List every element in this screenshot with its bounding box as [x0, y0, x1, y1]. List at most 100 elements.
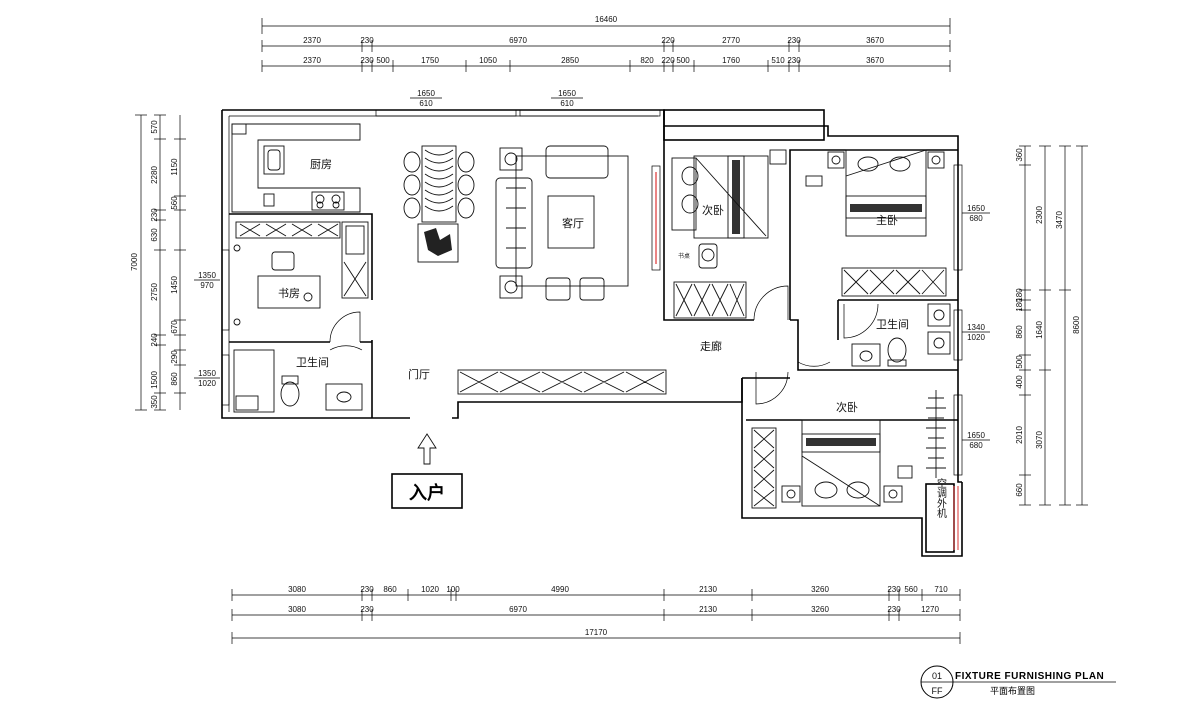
ac-label: 空调外机: [935, 477, 947, 519]
dim-right-inner-0: 360: [1015, 148, 1024, 162]
window-w2-top: 1650: [558, 89, 576, 98]
right-dimensions: 360 180 180 860 500 400 2010 660 2300 16…: [1015, 145, 1088, 506]
dim-top-3-2: 500: [376, 56, 390, 65]
room-label-living: 客厅: [562, 216, 584, 230]
dim-right-inner-3: 860: [1015, 325, 1024, 339]
room-label-study: 书房: [278, 287, 300, 300]
window-w6-bottom: 970: [200, 281, 214, 290]
dim-right-inner-4: 500: [1015, 355, 1024, 369]
dim-top-2-0: 2370: [303, 36, 321, 45]
entry-arrow-icon: [417, 433, 437, 465]
dim-right-mid-2: 1640: [1035, 321, 1044, 339]
study-wardrobe-x: [239, 223, 339, 237]
dim-top-3-4: 1050: [479, 56, 497, 65]
kitchen: 厨房: [231, 123, 361, 213]
dim-bottom-1-6: 2130: [699, 585, 717, 594]
dim-left-inner-5: 860: [170, 372, 179, 386]
window-w4-bottom: 1020: [967, 333, 985, 342]
dim-top-3-5: 2850: [561, 56, 579, 65]
room-label-bedroom2: 次卧: [702, 203, 724, 217]
dim-right-mid-3: 3070: [1035, 431, 1044, 449]
dim-left-inner-3: 670: [170, 320, 179, 334]
dim-bottom-1-2: 860: [383, 585, 397, 594]
window-w5-bottom: 680: [969, 441, 983, 450]
dim-bottom-1-4: 100: [446, 585, 460, 594]
dim-left-mid-3: 630: [150, 228, 159, 242]
title-cn: 平面布置图: [990, 685, 1035, 697]
title-en: FIXTURE FURNISHING PLAN: [955, 671, 1104, 682]
dim-left-mid-5: 240: [150, 333, 159, 347]
dim-bottom-1-3: 1020: [421, 585, 439, 594]
window-w2-bottom: 610: [560, 99, 574, 108]
dim-left-inner-0: 1150: [170, 158, 179, 176]
dim-right-inner-2: 180: [1015, 298, 1024, 312]
window-w4-top: 1340: [967, 323, 985, 332]
entrance-label: 入户: [409, 482, 445, 504]
top-dimensions: 16460 2370 230 6970 220 2770 230 3670 23…: [261, 15, 951, 72]
dim-bottom-2-6: 1270: [921, 605, 939, 614]
room-label-bath-left: 卫生间: [296, 355, 329, 369]
room-label-kitchen: 厨房: [310, 158, 332, 171]
dim-top-3-11: 230: [787, 56, 801, 65]
room-label-master: 主卧: [876, 214, 898, 227]
dim-top-3-3: 1750: [421, 56, 439, 65]
dim-left-mid-2: 230: [150, 208, 159, 222]
dining-area: [403, 145, 475, 263]
desk-label: 书桌: [678, 252, 690, 260]
window-w7-top: 1350: [198, 369, 216, 378]
room-label-bath-right: 卫生间: [876, 317, 909, 331]
title-code: FF: [932, 686, 943, 696]
dim-top-3-12: 3670: [866, 56, 884, 65]
dim-right-inner-6: 2010: [1015, 426, 1024, 444]
bedroom-2: 次卧 书桌: [671, 149, 789, 321]
dim-bottom-2-3: 2130: [699, 605, 717, 614]
dim-bottom-2-5: 230: [887, 605, 901, 614]
dim-top-2-5: 230: [787, 36, 801, 45]
dim-right-inner-7: 660: [1015, 483, 1024, 497]
dim-top-3-8: 500: [676, 56, 690, 65]
windows: 1650 610 1650 610 1650 680 1340 1020 165…: [194, 89, 990, 476]
dim-bottom-2-1: 230: [360, 605, 374, 614]
ac-outdoor-unit: 空调外机: [925, 477, 959, 553]
bathroom-right: 卫生间: [797, 303, 951, 367]
left-dimensions: 7000 570 2280 230 630 2750 240 1500 350 …: [130, 114, 186, 411]
dim-bottom-1-7: 3260: [811, 585, 829, 594]
dim-left-mid-7: 350: [150, 395, 159, 409]
dim-left-mid-6: 1500: [150, 371, 159, 389]
study: 书房: [233, 221, 369, 343]
dim-right-inner-5: 400: [1015, 375, 1024, 389]
dim-left-inner-2: 1450: [170, 276, 179, 294]
master-bedroom: 主卧: [805, 149, 947, 297]
dim-bottom-2-2: 6970: [509, 605, 527, 614]
room-label-foyer: 门厅: [408, 367, 430, 381]
dim-left-inner-4: 290: [170, 350, 179, 364]
window-w7-bottom: 1020: [198, 379, 216, 388]
dim-top-2-6: 3670: [866, 36, 884, 45]
dim-right-inner-1: 180: [1015, 288, 1024, 302]
dim-bottom-1-0: 3080: [288, 585, 306, 594]
dim-left-mid-1: 2280: [150, 166, 159, 184]
dim-right-outer: 8600: [1072, 316, 1081, 334]
bottom-dimensions: 3080 230 860 1020 100 4990 2130 3260 230…: [231, 585, 961, 644]
living-room: 客厅: [495, 145, 661, 301]
window-w1-bottom: 610: [419, 99, 433, 108]
dim-top-2-2: 6970: [509, 36, 527, 45]
dim-left-inner-1: 560: [170, 196, 179, 210]
walls: [221, 109, 963, 557]
window-w5-top: 1650: [967, 431, 985, 440]
dim-top-2-1: 230: [360, 36, 374, 45]
dim-left-mid-4: 2750: [150, 283, 159, 301]
dim-bottom-2-0: 3080: [288, 605, 306, 614]
entrance: 入户: [391, 433, 463, 509]
dim-top-2-4: 2770: [722, 36, 740, 45]
dim-bottom-2-4: 3260: [811, 605, 829, 614]
dim-top-total: 16460: [595, 15, 618, 24]
dim-top-3-7: 220: [661, 56, 675, 65]
dim-top-3-10: 510: [771, 56, 785, 65]
dim-bottom-1-9: 560: [904, 585, 918, 594]
window-w1-top: 1650: [417, 89, 435, 98]
window-w3-bottom: 680: [969, 214, 983, 223]
dim-top-3-1: 230: [360, 56, 374, 65]
bathroom-left: 卫生间: [233, 345, 363, 413]
